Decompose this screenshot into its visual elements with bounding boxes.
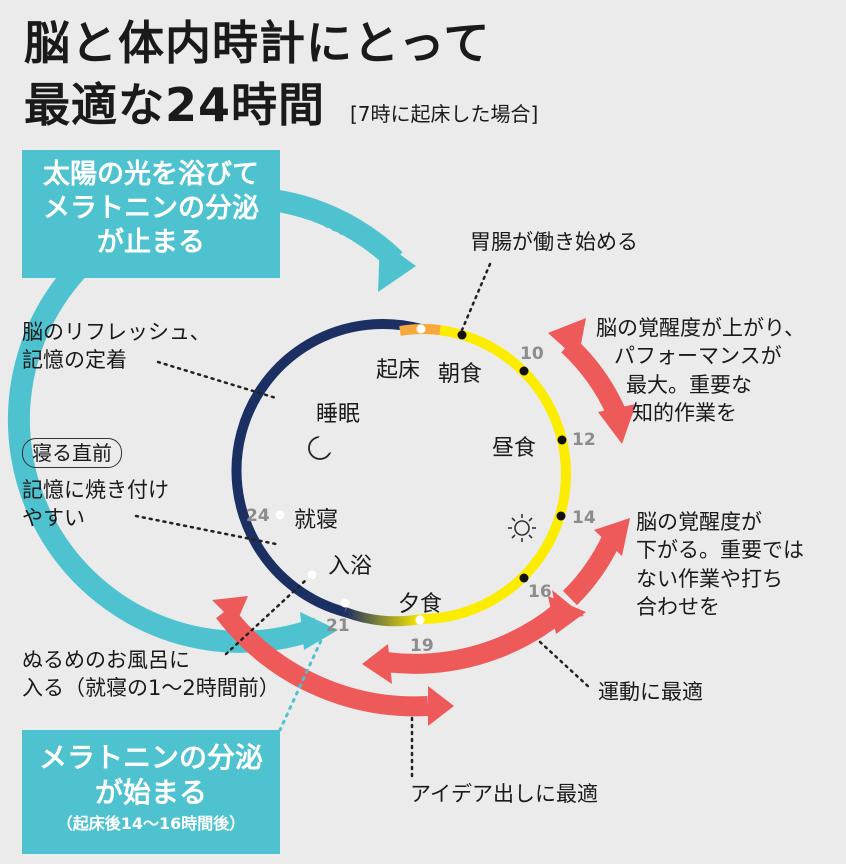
event-dinner: 夕食 — [398, 592, 443, 617]
leader-before-sleep — [134, 514, 278, 546]
label-alert-down-line4: 合わせを — [636, 595, 720, 620]
sunlight-line3: が止まる — [97, 226, 205, 258]
exercise-arrow — [384, 604, 567, 674]
alert-up-arrowhead-top — [548, 318, 586, 360]
sunlight-line2: メラトニンの分泌 — [43, 192, 259, 224]
hour-21: 21 — [326, 616, 350, 636]
label-exercise: 運動に最適 — [598, 680, 703, 704]
event-sleep: 睡眠 — [316, 402, 361, 427]
label-bath-advice-line2: 入る（就寝の1〜2時間前） — [22, 676, 280, 701]
label-ideas: アイデア出しに最適 — [410, 782, 598, 806]
exercise-arrowhead-left — [362, 644, 392, 684]
label-before-sleep-line1: 記憶に焼き付け — [22, 478, 169, 502]
hour-12: 12 — [572, 430, 596, 450]
bath-dot — [340, 598, 350, 608]
leader-stomach — [460, 262, 492, 332]
label-alert-up-line2: パフォーマンスが — [614, 344, 782, 369]
hour-10: 10 — [520, 344, 544, 364]
label-alert-up-line3: 最大。重要な — [626, 372, 752, 397]
label-alert-down-line3: ない作業や打ち — [636, 566, 783, 591]
hour-24: 24 — [246, 506, 270, 526]
label-alert-down: 脳の覚醒度が 下がる。重要では ない作業や打ち 合わせを — [636, 508, 804, 621]
hour-12-dot — [557, 435, 567, 445]
label-alert-up-line4: 知的作業を — [632, 401, 737, 426]
sun-icon — [508, 514, 536, 542]
label-alert-down-line2: 下がる。重要では — [636, 538, 804, 563]
alert-down-arrowhead-top — [594, 518, 630, 556]
hour-16: 16 — [528, 582, 552, 602]
label-stomach: 胃腸が働き始める — [470, 230, 638, 254]
before-sleep-tag: 寝る直前 — [22, 438, 122, 468]
sunlight-callout: 太陽の光を浴びて メラトニンの分泌 が止まる — [22, 150, 280, 278]
wake-dot — [416, 324, 426, 334]
leader-melatonin-start — [278, 632, 326, 732]
melatonin-start-line1: メラトニンの分泌 — [38, 741, 263, 774]
hour-21-dot — [307, 570, 317, 580]
leader-bath — [224, 578, 308, 656]
label-refresh-line1: 脳のリフレッシュ、 — [22, 320, 211, 344]
ideas-arrowhead-left — [212, 596, 248, 624]
exercise-arrowhead-right — [548, 596, 586, 634]
melatonin-arc-arrowhead — [378, 240, 416, 292]
title-line2: 最適な24時間 — [24, 78, 326, 132]
label-bath-advice-line1: ぬるめのお風呂に — [22, 648, 190, 672]
hour-10-dot — [519, 366, 529, 376]
hour-14-dot — [556, 511, 566, 521]
hour-16-dot — [519, 573, 529, 583]
melatonin-start-callout: メラトニンの分泌 が始まる （起床後14〜16時間後） — [22, 730, 280, 854]
ideas-arrowhead-right — [428, 686, 454, 726]
alert-up-arrowhead-bottom — [598, 404, 636, 444]
melatonin-start-line2: が始まる — [94, 776, 207, 809]
event-bath: 入浴 — [328, 554, 373, 579]
label-refresh: 脳のリフレッシュ、 記憶の定着 — [22, 318, 211, 375]
event-bedtime: 就寝 — [294, 508, 339, 533]
label-refresh-line2: 記憶の定着 — [22, 348, 127, 373]
dusk-ring — [343, 607, 422, 627]
hour-14: 14 — [572, 508, 596, 528]
night-ring — [231, 318, 423, 617]
moon-icon — [308, 433, 337, 460]
ideas-arrow — [216, 605, 429, 717]
event-wake: 起床 — [376, 358, 421, 383]
label-alert-up-line1: 脳の覚醒度が上がり、 — [596, 316, 806, 340]
leader-refresh — [156, 360, 278, 400]
event-breakfast: 朝食 — [438, 362, 483, 387]
label-alert-up: 脳の覚醒度が上がり、 パフォーマンスが 最大。重要な 知的作業を — [596, 314, 805, 427]
melatonin-arc-tail — [300, 612, 338, 650]
label-bath-advice: ぬるめのお風呂に 入る（就寝の1〜2時間前） — [22, 646, 280, 703]
breakfast-dot — [457, 330, 467, 340]
sunlight-line1: 太陽の光を浴びて — [43, 159, 259, 190]
event-lunch: 昼食 — [492, 436, 537, 461]
alert-down-arrow — [562, 533, 622, 606]
melatonin-start-line3: （起床後14〜16時間後） — [56, 814, 246, 833]
title-line1: 脳と体内時計にとって — [24, 16, 491, 70]
day-ring — [420, 324, 571, 624]
label-before-sleep: 記憶に焼き付け やすい — [22, 476, 169, 533]
subtitle: [7時に起床した場合] — [350, 102, 539, 126]
hour-19: 19 — [410, 636, 434, 656]
label-alert-down-line1: 脳の覚醒度が — [636, 510, 762, 534]
label-before-sleep-line2: やすい — [22, 506, 85, 531]
hour-19-dot — [415, 615, 425, 625]
leader-exercise — [538, 640, 592, 690]
leader-sunlight — [288, 206, 394, 260]
bedtime-dot — [275, 510, 285, 520]
